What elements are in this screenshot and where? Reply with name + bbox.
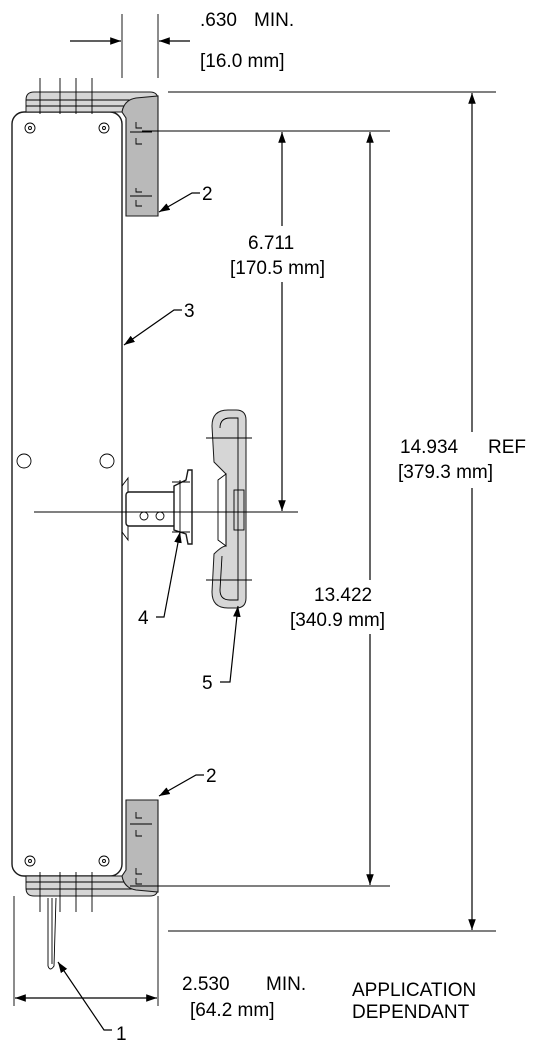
dim-overall-height-value: 14.934 bbox=[400, 437, 459, 458]
callout-5: 5 bbox=[202, 673, 213, 694]
latch-mechanism bbox=[121, 469, 193, 545]
dim-top-clearance-metric: [16.0 mm] bbox=[200, 51, 284, 72]
top-bracket bbox=[121, 95, 159, 217]
callout-2-bottom: 2 bbox=[206, 766, 217, 787]
dim-top-clearance-suffix: MIN. bbox=[254, 10, 294, 31]
dim-hole-spacing-metric: [340.9 mm] bbox=[290, 610, 385, 631]
callout-3: 3 bbox=[184, 301, 195, 322]
callout-4: 4 bbox=[138, 608, 149, 629]
dim-width-clearance-suffix: MIN. bbox=[266, 974, 306, 995]
dim-top-clearance-value: .630 bbox=[200, 10, 237, 31]
note-line-2: DEPENDANT bbox=[352, 1002, 470, 1023]
dim-hole-spacing-value: 13.422 bbox=[314, 585, 372, 606]
note-line-1: APPLICATION bbox=[352, 980, 476, 1001]
dimension-width-clearance bbox=[13, 896, 159, 1006]
bottom-bracket bbox=[121, 799, 159, 893]
callout-leaders bbox=[57, 192, 241, 1031]
strike-catch bbox=[206, 409, 252, 609]
dim-mount-spacing-metric: [170.5 mm] bbox=[230, 258, 325, 279]
dim-overall-height-metric: [379.3 mm] bbox=[398, 462, 493, 483]
cable bbox=[47, 897, 57, 970]
dimension-hole-spacing bbox=[142, 130, 390, 887]
dim-width-clearance-metric: [64.2 mm] bbox=[190, 1000, 274, 1021]
main-panel bbox=[11, 111, 123, 877]
dimension-overall-height bbox=[168, 91, 496, 932]
callout-2-top: 2 bbox=[202, 184, 213, 205]
dim-width-clearance-value: 2.530 bbox=[182, 974, 230, 995]
dim-mount-spacing-value: 6.711 bbox=[248, 233, 294, 254]
dim-overall-height-suffix: REF bbox=[488, 437, 526, 458]
dimension-top-clearance bbox=[70, 14, 190, 78]
callout-1: 1 bbox=[116, 1024, 127, 1045]
